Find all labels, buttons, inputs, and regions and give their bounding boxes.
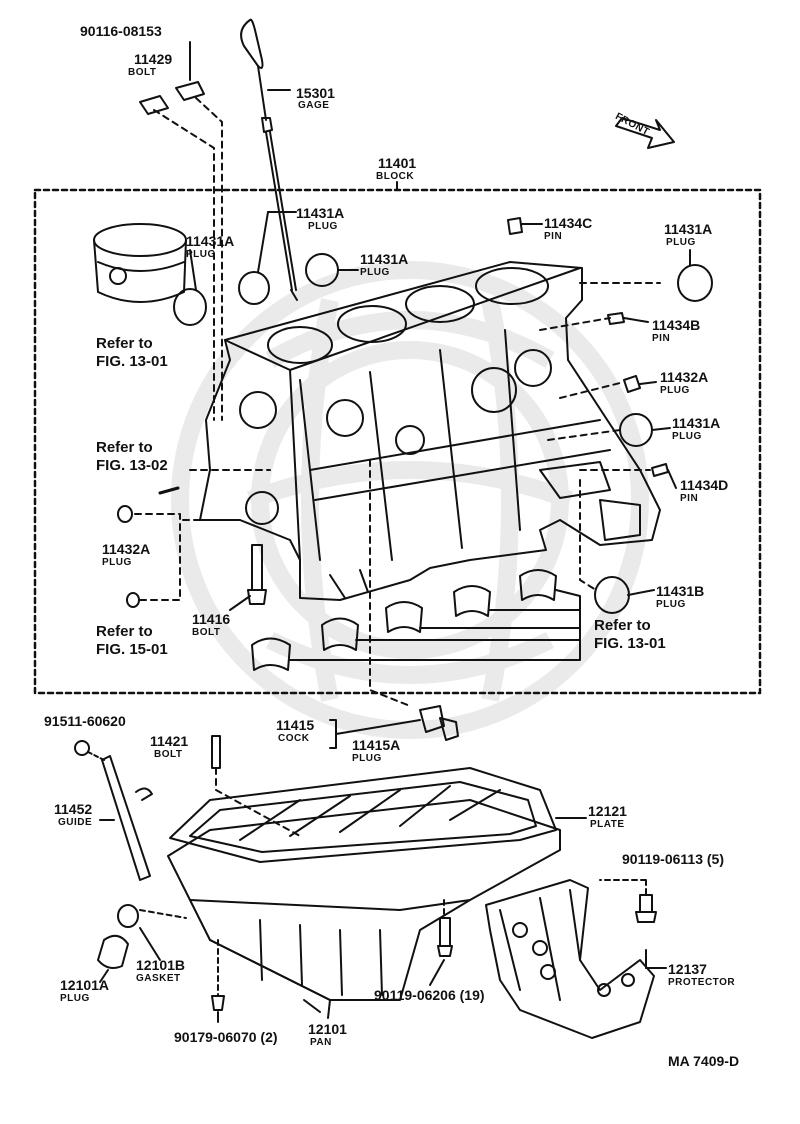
part-12101-number: 12101 xyxy=(308,1021,347,1037)
part-11431a-number-lower: 11431A xyxy=(672,415,721,431)
dipstick-gage xyxy=(240,18,298,301)
part-12137-number: 12137 xyxy=(668,961,707,977)
ref-15-01-line2: FIG. 15-01 xyxy=(96,641,168,658)
part-90116-number: 90116-08153 xyxy=(80,23,162,39)
engine-block xyxy=(199,261,661,601)
pin-11434c xyxy=(507,217,523,235)
part-11434d-number: 11434D xyxy=(680,477,729,493)
part-11429-name: BOLT xyxy=(128,67,157,78)
part-11421-number: 11421 xyxy=(150,733,189,749)
part-11431b-number: 11431B xyxy=(656,583,705,599)
part-11452-number: 11452 xyxy=(54,801,93,817)
plug-11431a-top xyxy=(238,271,270,305)
part-12101b-name: GASKET xyxy=(136,973,181,984)
bolt-90119-06206 xyxy=(437,917,453,957)
part-11431a-name-lower: PLUG xyxy=(672,431,702,442)
part-12137-name: PROTECTOR xyxy=(668,977,736,988)
part-12121-number: 12121 xyxy=(588,803,627,819)
part-15301-name: GAGE xyxy=(298,100,330,111)
plug-11431b xyxy=(594,576,630,614)
diagram-id: MA 7409-D xyxy=(668,1053,740,1069)
drain-plug xyxy=(97,934,129,969)
part-11415-number: 11415 xyxy=(276,717,315,733)
part-11431a-name-right: PLUG xyxy=(666,237,696,248)
part-11401-name: BLOCK xyxy=(376,171,415,182)
ref-13-02-line2: FIG. 13-02 xyxy=(96,457,168,474)
plug-11432a-right xyxy=(623,375,641,393)
part-11432a-name-left: PLUG xyxy=(102,557,132,568)
part-90119-06113-number: 90119-06113 (5) xyxy=(622,851,724,867)
part-12101-name: PAN xyxy=(310,1037,332,1048)
pin-11434d xyxy=(651,463,669,477)
guide-tube xyxy=(74,740,153,881)
part-11431a-name-top: PLUG xyxy=(308,221,338,232)
part-11429-number: 11429 xyxy=(134,51,173,67)
part-11434c-number: 11434C xyxy=(544,215,593,231)
ref-13-01-a-line1: Refer to xyxy=(96,335,153,352)
oil-pan-plate xyxy=(169,767,557,863)
part-11415a-number: 11415A xyxy=(352,737,401,753)
part-11434c-name: PIN xyxy=(544,231,563,242)
part-11431b-name: PLUG xyxy=(656,599,686,610)
block-group-boundary xyxy=(33,188,762,695)
part-12101a-number: 12101A xyxy=(60,977,110,993)
main-bearings xyxy=(251,569,557,671)
protector-12137 xyxy=(485,879,655,1039)
ref-15-01-line1: Refer to xyxy=(96,623,153,640)
plug-11431a-mid xyxy=(305,253,339,287)
pin-11434b xyxy=(607,312,625,325)
drain-gasket xyxy=(117,904,139,928)
part-11431a-number-top: 11431A xyxy=(296,205,345,221)
bolt-90179 xyxy=(211,995,225,1011)
front-arrow xyxy=(615,117,675,149)
part-11431a-name-left: PLUG xyxy=(186,249,216,260)
part-11421-name: BOLT xyxy=(154,749,183,760)
plug-11432a-left xyxy=(117,505,133,523)
part-11431a-number-right: 11431A xyxy=(664,221,713,237)
bolt-11421 xyxy=(211,735,221,769)
oil-pan xyxy=(167,799,561,1001)
plug-11431a-left xyxy=(173,288,207,326)
part-11432a-number-left: 11432A xyxy=(102,541,151,557)
part-12121-name: PLATE xyxy=(590,819,625,830)
bolt-11416 xyxy=(247,544,267,605)
part-11432a-number-right: 11432A xyxy=(660,369,709,385)
part-11434d-name: PIN xyxy=(680,493,699,504)
drain-cock xyxy=(419,705,459,741)
part-11434b-number: 11434B xyxy=(652,317,701,333)
part-11431a-number-mid: 11431A xyxy=(360,251,409,267)
part-12101b-number: 12101B xyxy=(136,957,186,973)
part-90179-number: 90179-06070 (2) xyxy=(174,1029,278,1045)
piston xyxy=(93,223,187,303)
plug-11431a-right xyxy=(677,264,713,302)
bolt-studs xyxy=(139,81,205,115)
pin-ref-1501 xyxy=(126,592,140,608)
part-11431a-name-mid: PLUG xyxy=(360,267,390,278)
plug-11431a-lower xyxy=(619,413,653,447)
part-11452-name: GUIDE xyxy=(58,817,93,828)
part-11434b-name: PIN xyxy=(652,333,671,344)
ref-13-01-a-line2: FIG. 13-01 xyxy=(96,353,168,370)
part-91511-number: 91511-60620 xyxy=(44,713,126,729)
part-11432a-name-right: PLUG xyxy=(660,385,690,396)
part-90119-06206-number: 90119-06206 (19) xyxy=(374,987,485,1003)
part-11415-name: COCK xyxy=(278,733,310,744)
part-11431a-number-left: 11431A xyxy=(186,233,235,249)
part-11416-name: BOLT xyxy=(192,627,221,638)
part-11415a-name: PLUG xyxy=(352,753,382,764)
ref-13-01-b-line1: Refer to xyxy=(594,617,651,634)
ref-13-01-b-line2: FIG. 13-01 xyxy=(594,635,666,652)
ref-13-02-line1: Refer to xyxy=(96,439,153,456)
part-11416-number: 11416 xyxy=(192,611,231,627)
watermark-emblem xyxy=(171,261,649,739)
part-12101a-name: PLUG xyxy=(60,993,90,1004)
bolt-90119-06113 xyxy=(635,894,657,923)
part-11401-number: 11401 xyxy=(378,155,417,171)
part-15301-number: 15301 xyxy=(296,85,335,101)
